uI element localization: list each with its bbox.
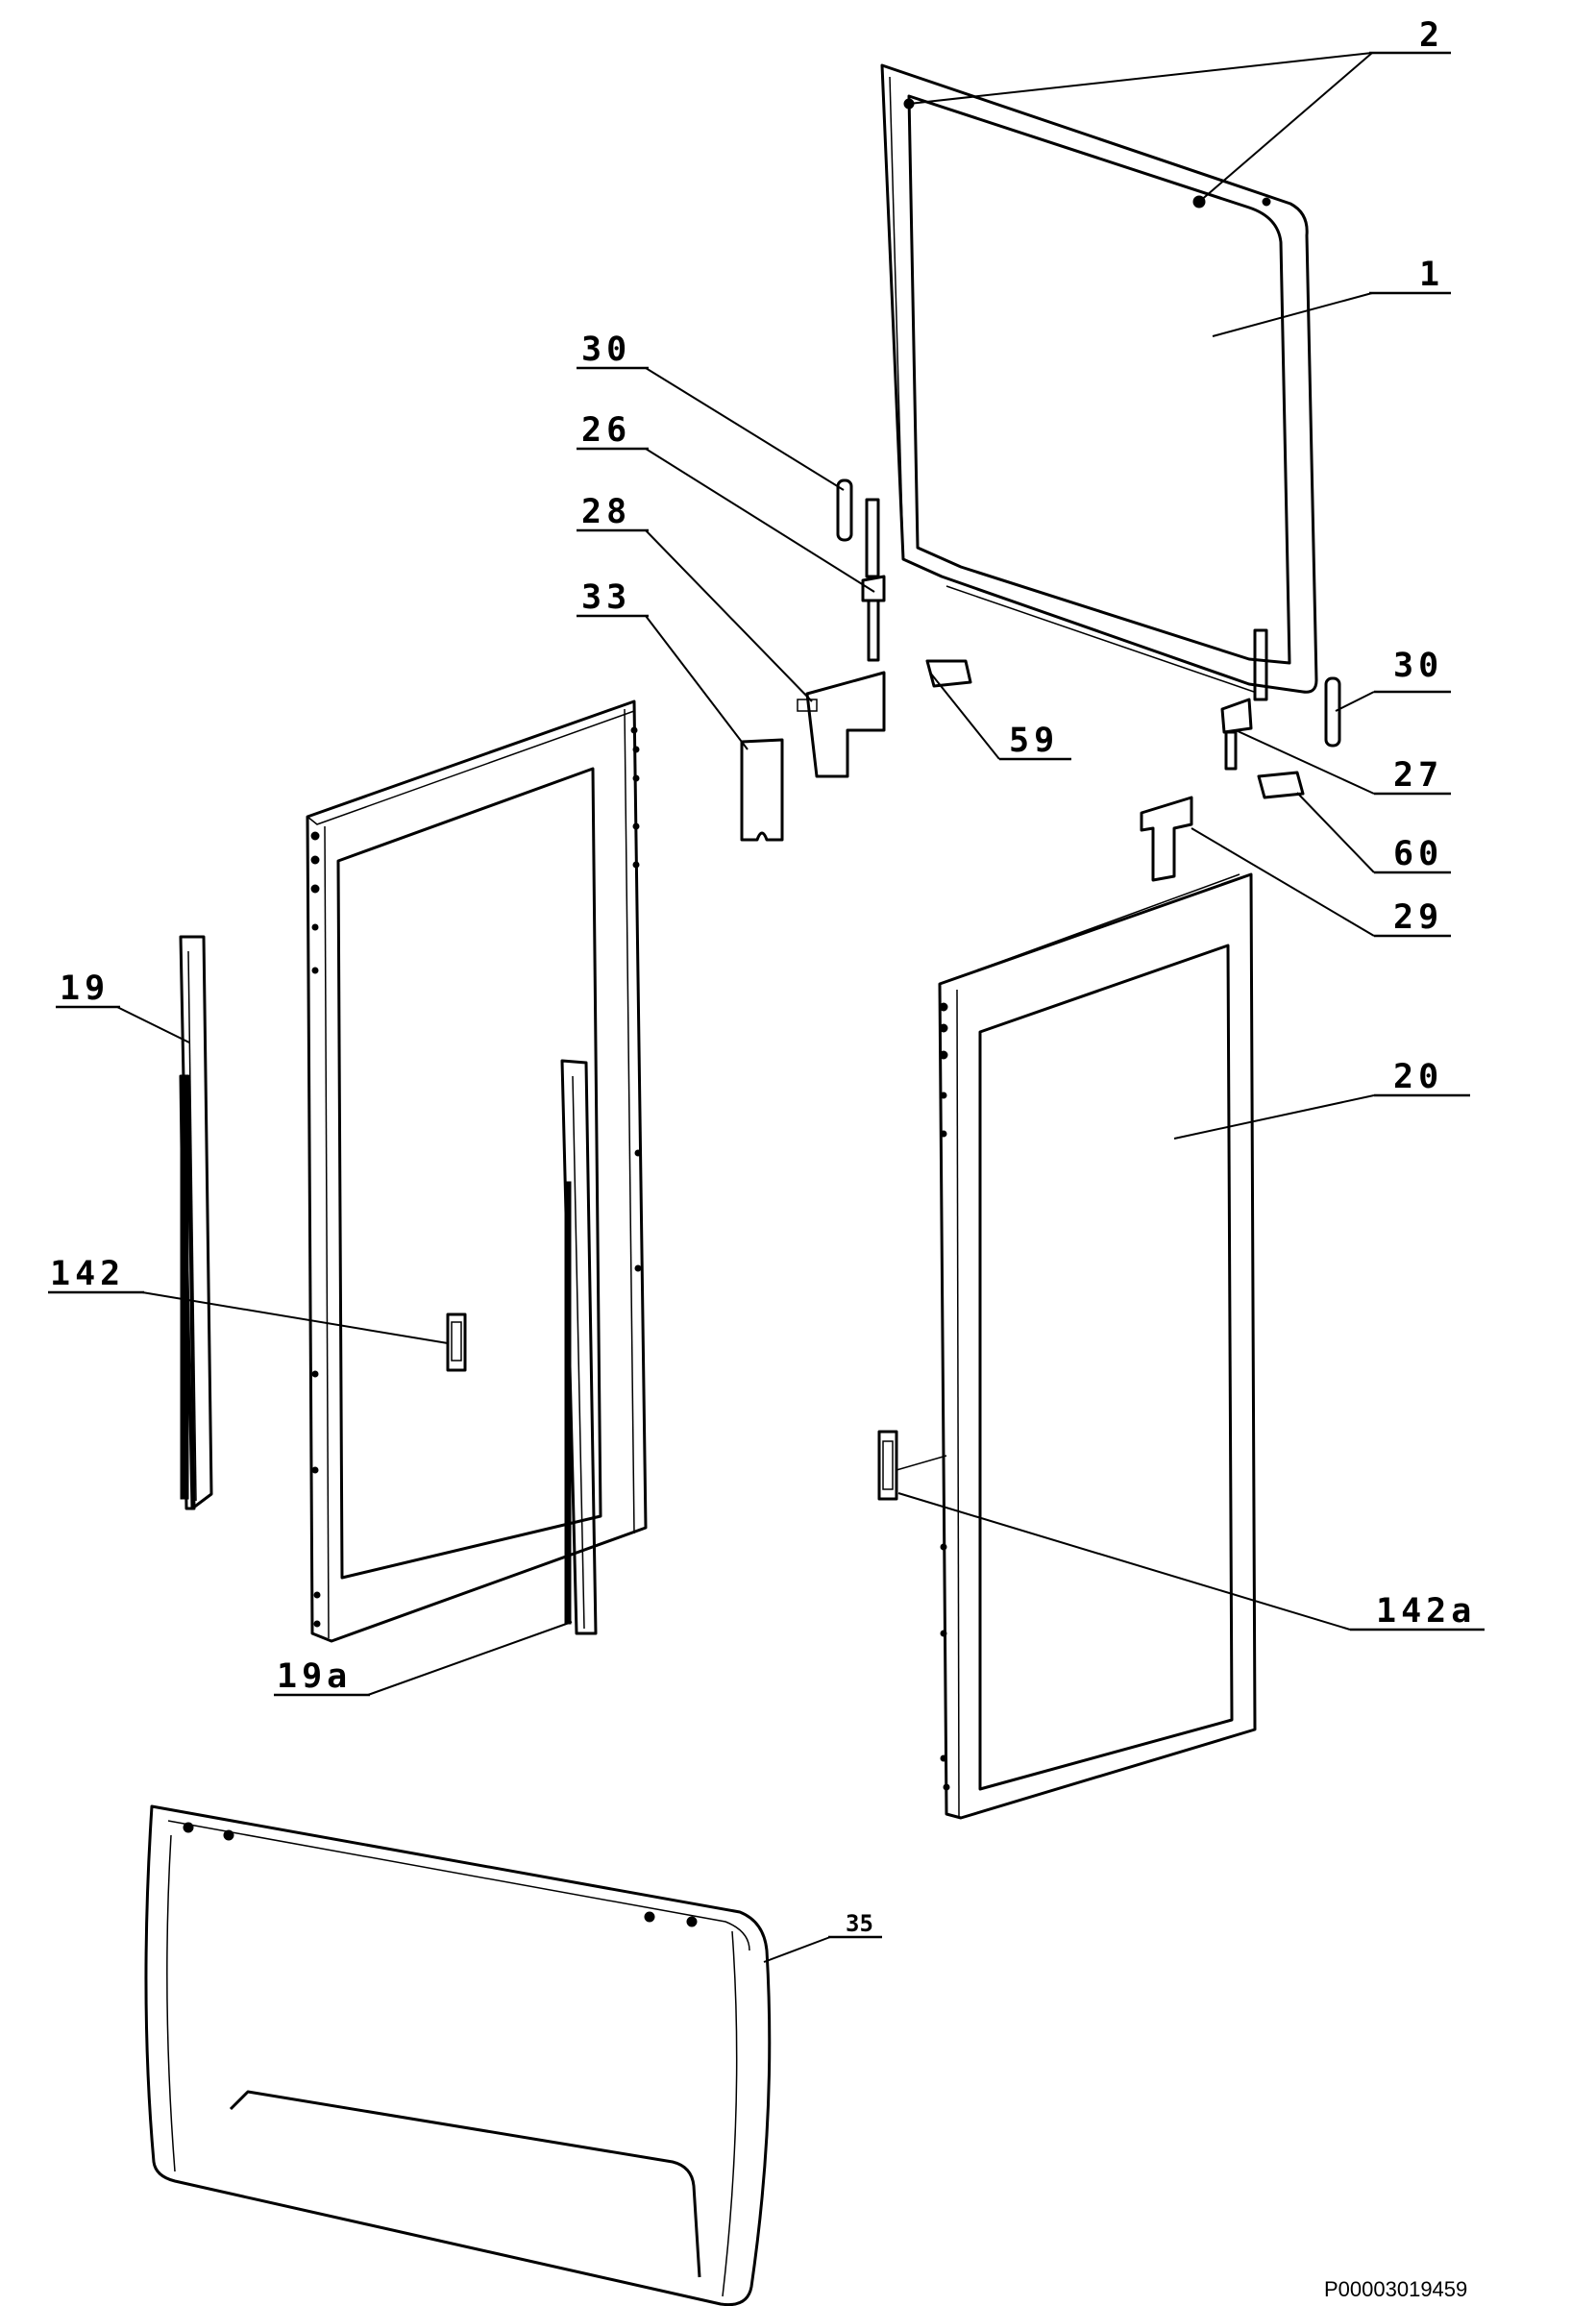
part-19-rail	[179, 935, 213, 1510]
part-27-hinge-arm	[1220, 628, 1268, 771]
leaders	[48, 51, 1485, 1963]
part-60-clip	[1257, 771, 1305, 799]
part-33-plate	[740, 738, 784, 842]
label-33: 33	[581, 578, 631, 617]
part-142-latch	[446, 1312, 467, 1372]
label-19: 19	[60, 969, 110, 1008]
left-door-frame	[306, 699, 648, 1643]
label-27: 27	[1393, 756, 1443, 795]
part-28-hinge-bracket	[797, 671, 886, 778]
part-35-cover	[144, 1804, 772, 2306]
part-30-pin-right	[1324, 676, 1341, 748]
labels: 2 1 30 26 28 33 59 30 27 60 29 19 20 142…	[50, 16, 1476, 2301]
label-2: 2	[1419, 16, 1444, 55]
label-30-left: 30	[581, 331, 631, 369]
part-29-hinge-bracket	[1140, 796, 1193, 882]
label-20: 20	[1393, 1058, 1443, 1096]
label-26: 26	[581, 411, 631, 450]
label-59: 59	[1009, 722, 1059, 760]
label-19a: 19a	[277, 1657, 352, 1696]
part-26-hinge-arm	[861, 498, 886, 662]
part-20-door-frame	[938, 872, 1257, 1820]
label-1: 1	[1419, 256, 1444, 294]
label-28: 28	[581, 493, 631, 531]
label-142: 142	[50, 1255, 125, 1293]
part-19a-rail	[560, 1059, 598, 1635]
part-59-clip	[925, 659, 972, 688]
part-1-inner-door-panel	[880, 63, 1318, 694]
label-30-right: 30	[1393, 647, 1443, 685]
label-60: 60	[1393, 835, 1443, 873]
reference-number: P00003019459	[1324, 2277, 1467, 2301]
label-29: 29	[1393, 898, 1443, 937]
label-35: 35	[846, 1910, 873, 1937]
label-142a: 142a	[1376, 1592, 1476, 1631]
part-142a-latch	[877, 1430, 947, 1501]
part-30-pin-left	[836, 478, 853, 542]
